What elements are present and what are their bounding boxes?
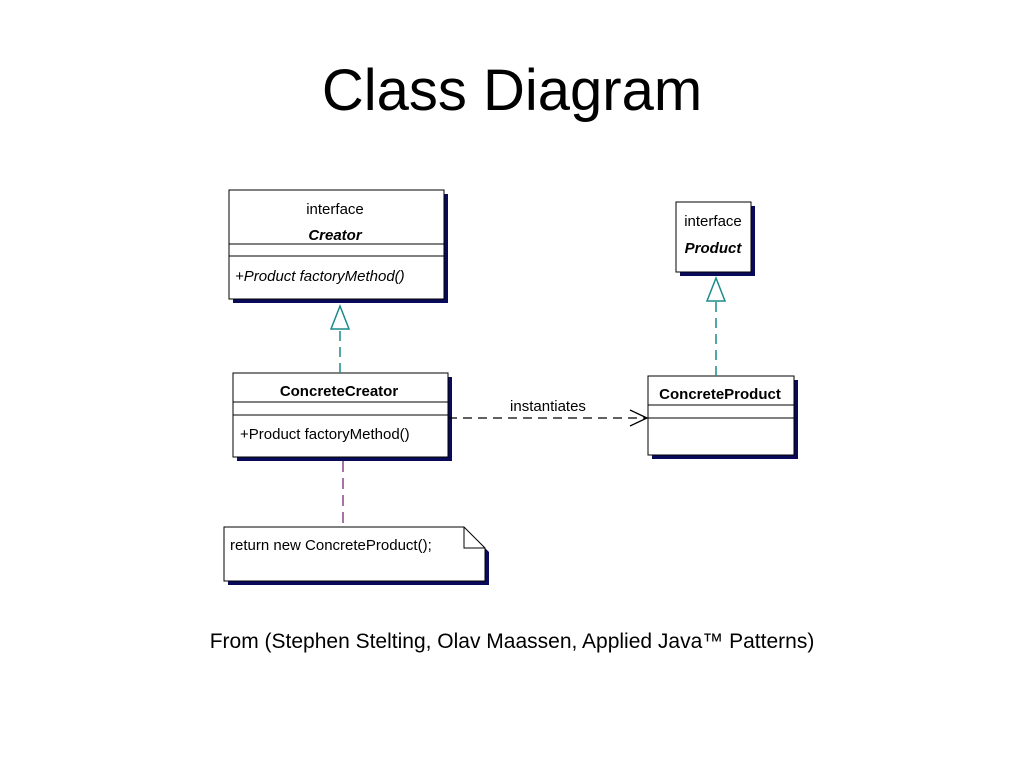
creator-name: Creator — [308, 227, 363, 244]
source-caption: From (Stephen Stelting, Olav Maassen, Ap… — [209, 630, 815, 653]
creator-stereotype: interface — [306, 201, 364, 218]
instantiates-dependency: instantiates — [448, 398, 649, 427]
dependency-arrowhead — [629, 409, 649, 427]
product-class: interface Product — [675, 201, 755, 276]
product-box — [675, 201, 752, 273]
product-realization — [705, 275, 727, 376]
realization-arrowhead — [329, 303, 351, 330]
product-stereotype: interface — [684, 213, 742, 230]
note-text: return new ConcreteProduct(); — [230, 537, 432, 554]
concrete-creator-name: ConcreteCreator — [280, 383, 399, 400]
concrete-creator-class: ConcreteCreator +Product factoryMethod() — [232, 372, 452, 461]
creator-method: +Product factoryMethod() — [235, 268, 405, 285]
note-fold — [463, 527, 485, 549]
product-name: Product — [685, 240, 743, 257]
concrete-product-name: ConcreteProduct — [659, 386, 781, 403]
creator-realization — [329, 303, 351, 373]
note: return new ConcreteProduct(); — [223, 526, 489, 585]
concrete-creator-method: +Product factoryMethod() — [240, 426, 410, 443]
concrete-product-class: ConcreteProduct — [647, 375, 798, 459]
note-box — [223, 526, 486, 582]
creator-class: interface Creator +Product factoryMethod… — [228, 189, 448, 303]
realization-arrowhead — [705, 275, 727, 302]
concrete-product-box — [647, 375, 795, 456]
slide-title: Class Diagram — [321, 58, 703, 123]
dependency-label: instantiates — [510, 398, 586, 415]
